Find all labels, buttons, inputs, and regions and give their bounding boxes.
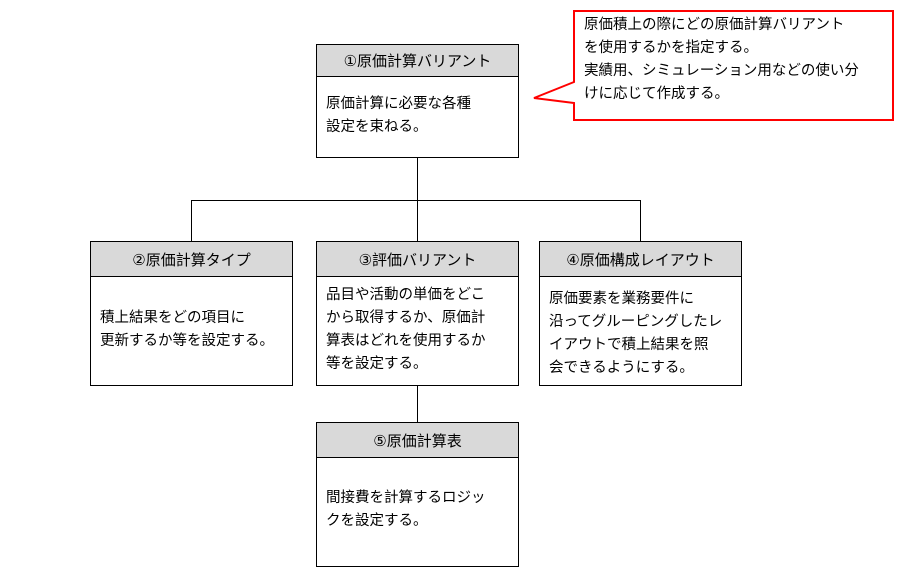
box-line: 等を設定する。 <box>326 356 428 372</box>
box-body: 原価要素を業務要件に 沿ってグルーピングしたレ イアウトで積上結果を照 会できる… <box>549 288 737 380</box>
box-line: クを設定する。 <box>326 513 428 529</box>
box-line: 原価計算に必要な各種 <box>326 96 471 112</box>
box-costing-variant: ①原価計算バリアント 原価計算に必要な各種 設定を束ねる。 <box>316 44 519 158</box>
box-line: 更新するか等を設定する。 <box>100 333 274 349</box>
box-cost-component-layout: ④原価構成レイアウト 原価要素を業務要件に 沿ってグルーピングしたレ イアウトで… <box>539 241 742 386</box>
box-line: 積上結果をどの項目に <box>100 310 245 326</box>
box-title: ②原価計算タイプ <box>91 242 292 277</box>
box-valuation-variant: ③評価バリアント 品目や活動の単価をどこ から取得するか、原価計 算表はどれを使… <box>316 241 519 386</box>
box-costing-type: ②原価計算タイプ 積上結果をどの項目に 更新するか等を設定する。 <box>90 241 293 386</box>
box-line: 品目や活動の単価をどこ <box>326 287 486 303</box>
box-body: 間接費を計算するロジッ クを設定する。 <box>326 487 514 533</box>
box-costing-sheet: ⑤原価計算表 間接費を計算するロジッ クを設定する。 <box>316 422 519 567</box>
box-body: 原価計算に必要な各種 設定を束ねる。 <box>326 93 514 139</box>
box-line: から取得するか、原価計 <box>326 310 486 326</box>
callout-bubble <box>533 10 894 121</box>
callout-line: けに応じて作成する。 <box>584 86 729 102</box>
box-title: ⑤原価計算表 <box>317 423 518 458</box>
callout-line: を使用するかを指定する。 <box>584 40 758 56</box>
box-title: ④原価構成レイアウト <box>540 242 741 277</box>
box-title: ③評価バリアント <box>317 242 518 277</box>
box-body: 品目や活動の単価をどこ から取得するか、原価計 算表はどれを使用するか 等を設定… <box>326 284 514 376</box>
callout-line: 実績用、シミュレーション用などの使い分 <box>584 63 859 79</box>
box-line: 間接費を計算するロジッ <box>326 490 486 506</box>
box-body: 積上結果をどの項目に 更新するか等を設定する。 <box>100 307 288 353</box>
connector-lines <box>191 157 641 422</box>
box-line: 設定を束ねる。 <box>326 119 428 135</box>
box-line: 原価要素を業務要件に <box>549 291 694 307</box>
box-title: ①原価計算バリアント <box>317 45 518 77</box>
box-line: 沿ってグルーピングしたレ <box>549 314 723 330</box>
callout-text: 原価積上の際にどの原価計算バリアント を使用するかを指定する。 実績用、シミュレ… <box>584 14 859 106</box>
box-line: イアウトで積上結果を照 <box>549 337 709 353</box>
box-line: 算表はどれを使用するか <box>326 333 486 349</box>
callout-line: 原価積上の際にどの原価計算バリアント <box>584 17 845 33</box>
box-line: 会できるようにする。 <box>549 360 694 376</box>
